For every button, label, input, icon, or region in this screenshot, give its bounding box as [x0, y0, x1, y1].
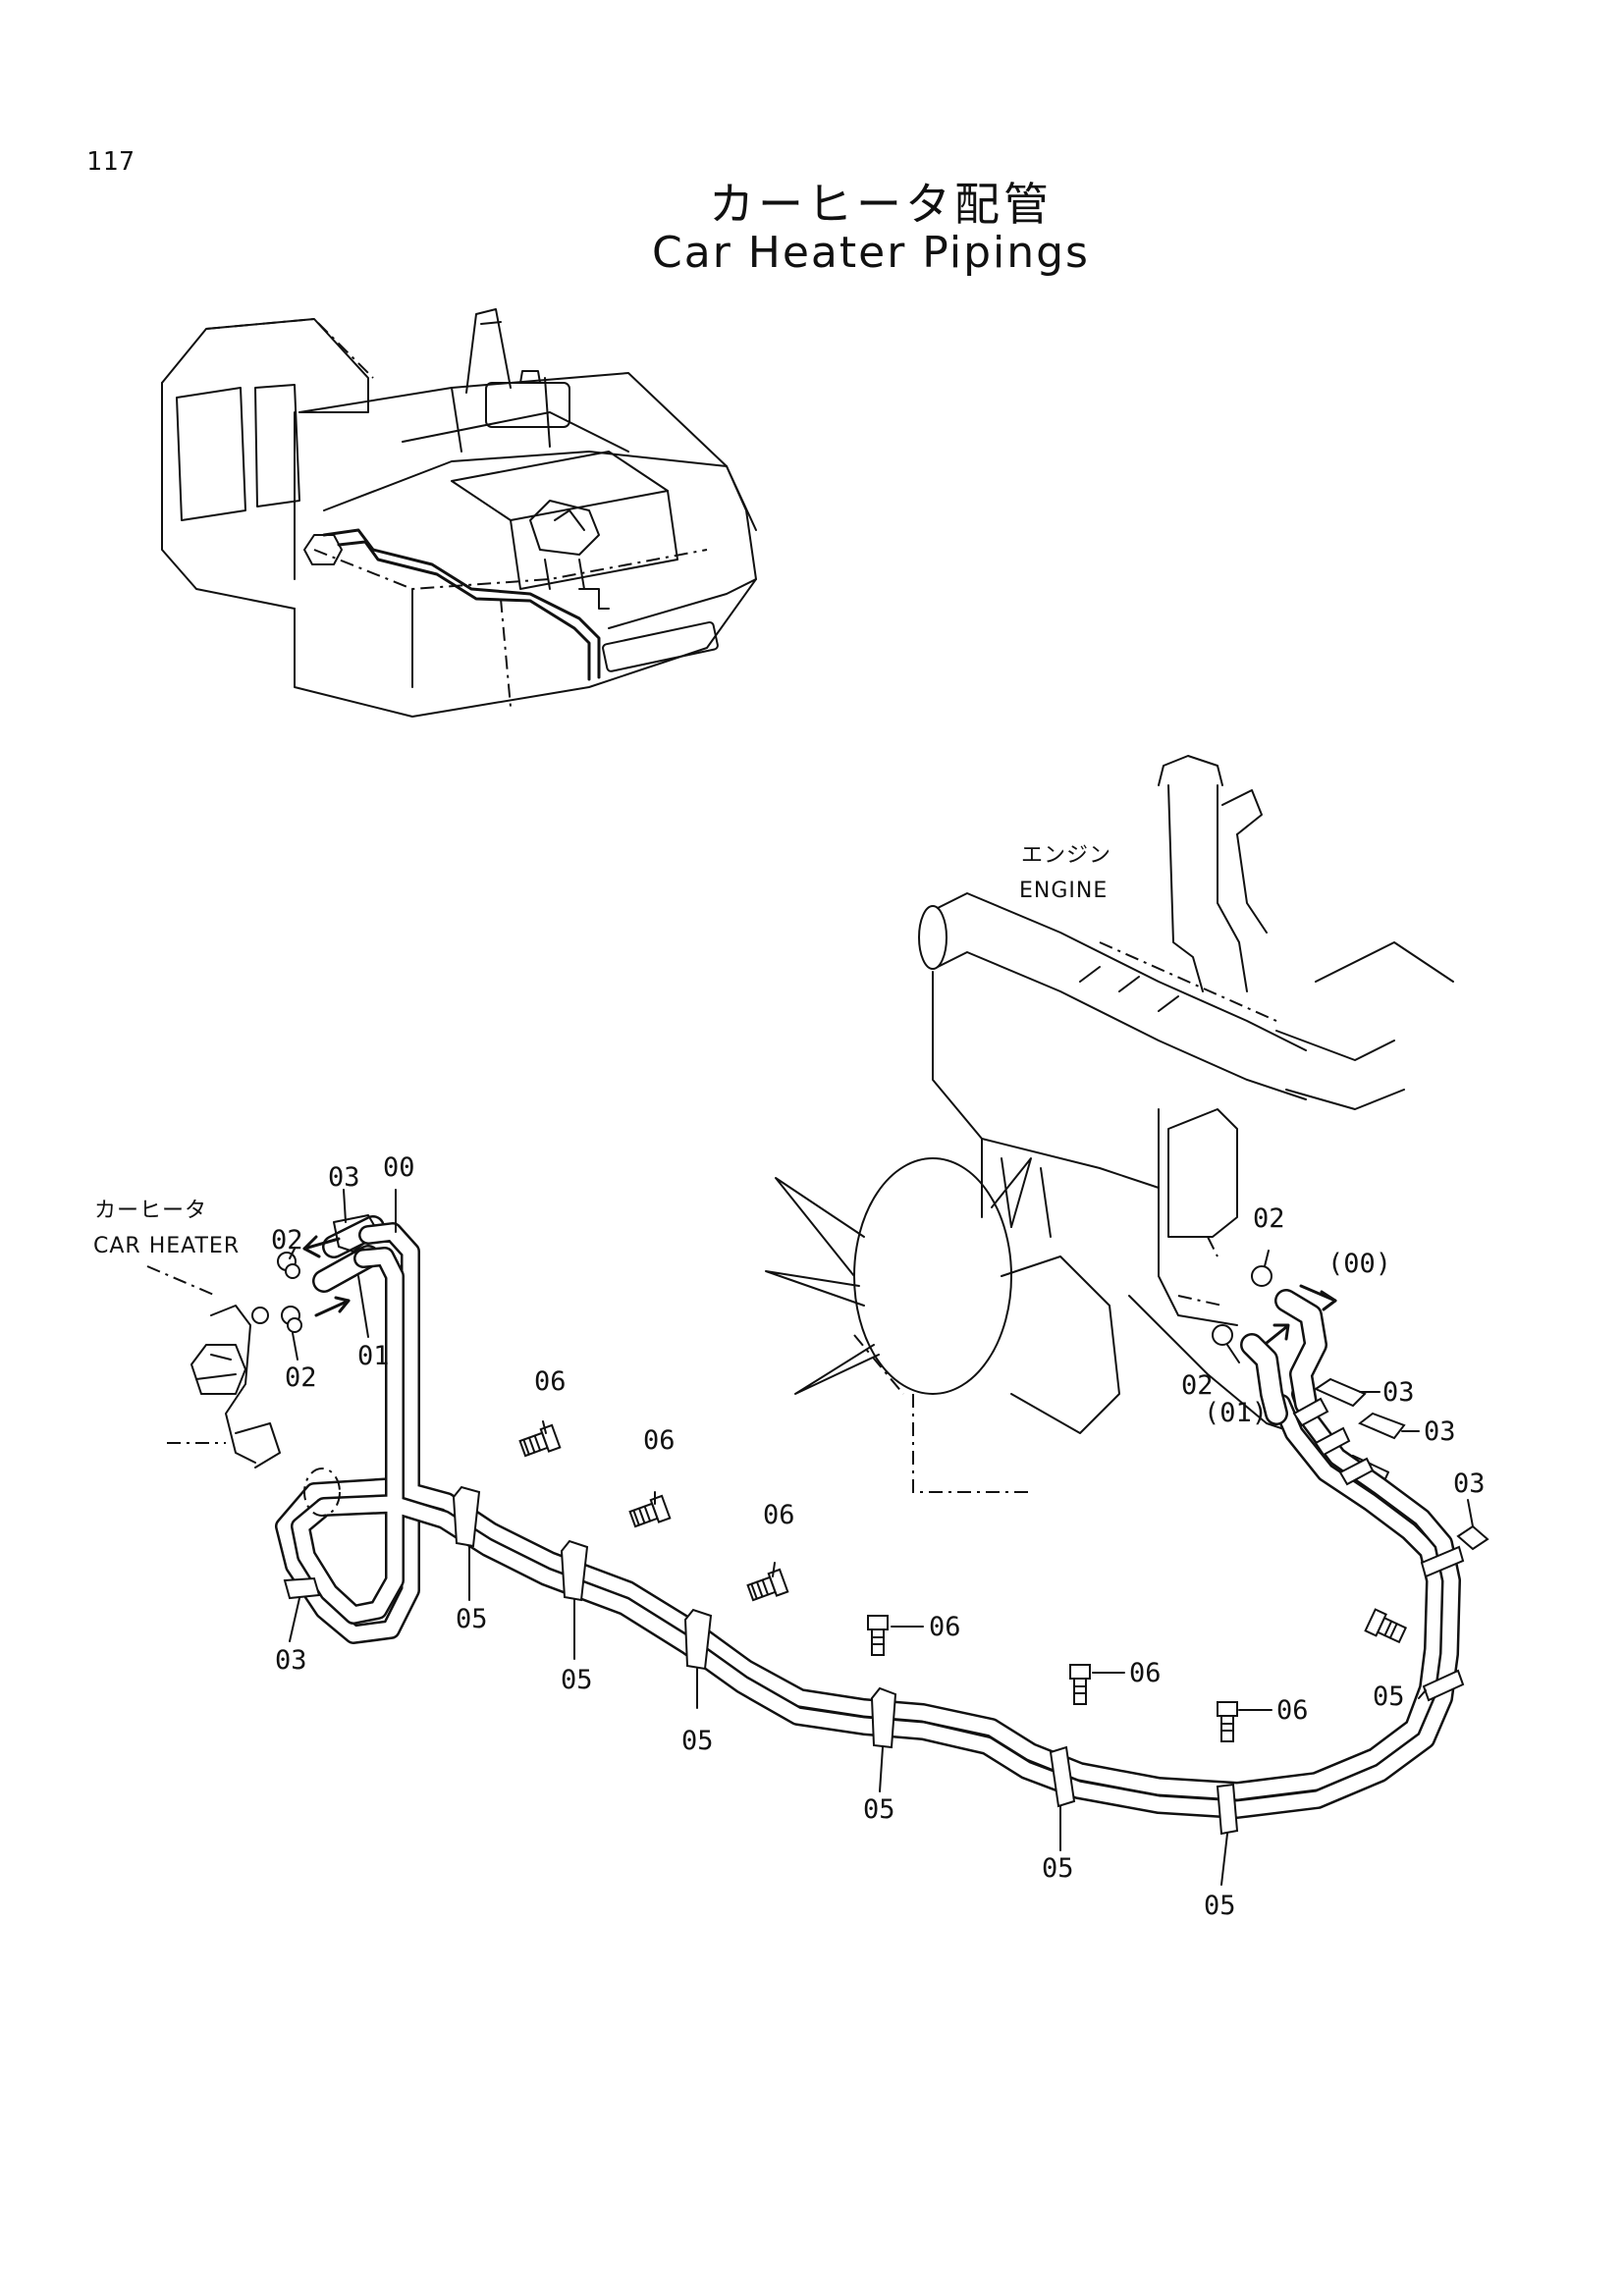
pipe-clamps [283, 1377, 1489, 1836]
callout-heater-03: 03 [328, 1162, 360, 1193]
callout-engine-02-top: 02 [1253, 1203, 1285, 1234]
callout-clamp-05-b: 05 [561, 1665, 593, 1695]
car-heater-label-jp: カーヒータ [94, 1199, 207, 1223]
leader-lines [289, 1189, 1474, 1886]
page-number: 117 [86, 147, 135, 177]
callout-bolt-06-b: 06 [643, 1425, 676, 1456]
callout-clamp-05-c: 05 [681, 1726, 714, 1756]
engine-illustration [765, 755, 1454, 1499]
callout-bolt-06-d: 06 [929, 1612, 961, 1642]
callout-engine-02-bottom: 02 [1181, 1370, 1214, 1401]
excavator-overview-illustration [161, 308, 757, 718]
engine-label-jp: エンジン [1021, 843, 1111, 868]
callout-clamp-05-a: 05 [456, 1604, 488, 1634]
callout-engine-01: (01) [1204, 1398, 1268, 1428]
car-heater-label-en: CAR HEATER [93, 1234, 240, 1258]
car-heater-illustration [146, 1265, 281, 1468]
page-title-japanese: カーヒータ配管 [709, 178, 1053, 231]
callout-heater-01: 01 [357, 1341, 390, 1371]
callout-bolt-06-c: 06 [763, 1500, 795, 1530]
callout-engine-03-a: 03 [1382, 1377, 1415, 1408]
bolts [518, 1423, 1408, 1742]
callout-engine-03-b: 03 [1424, 1416, 1456, 1447]
callout-clamp-05-e: 05 [1042, 1853, 1074, 1884]
callout-engine-03-c: 03 [1453, 1468, 1486, 1499]
callout-heater-00: 00 [383, 1152, 415, 1183]
callout-clamp-05-d: 05 [863, 1794, 895, 1825]
callout-heater-02-bottom: 02 [285, 1362, 317, 1393]
callout-bolt-06-a: 06 [534, 1366, 567, 1397]
callout-loop-03: 03 [275, 1645, 307, 1676]
page-title-english: Car Heater Pipings [652, 228, 1090, 278]
callout-clamp-05-f: 05 [1204, 1891, 1236, 1921]
callout-heater-02-top: 02 [271, 1225, 303, 1255]
heater-pipe-run [275, 1222, 1461, 1819]
callout-bolt-06-f: 06 [1276, 1695, 1309, 1726]
engine-label-en: ENGINE [1019, 879, 1108, 903]
callout-bolt-06-e: 06 [1129, 1658, 1162, 1688]
callout-engine-00: (00) [1327, 1249, 1391, 1279]
callout-clamp-05-g: 05 [1373, 1682, 1405, 1712]
